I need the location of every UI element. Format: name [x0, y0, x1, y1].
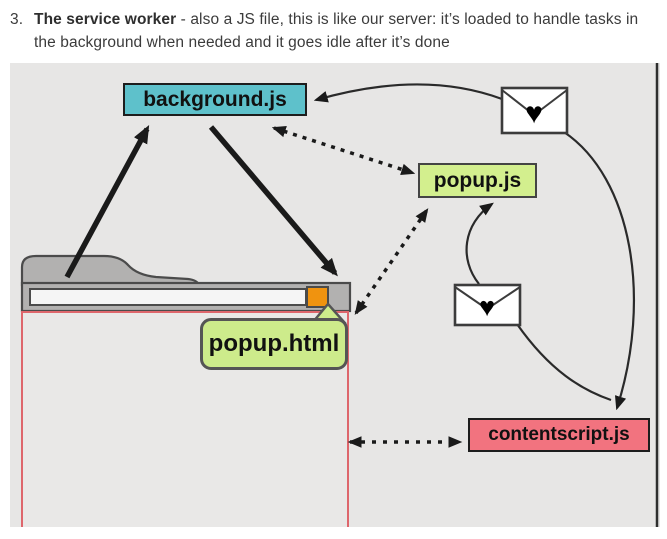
list-item-text: The service worker - also a JS file, thi… [34, 8, 662, 54]
list-item-bold-text: The service worker [34, 11, 177, 28]
message-envelope-icon-middle: ♥ [453, 283, 522, 327]
node-background-js: background.js [123, 83, 307, 116]
heart-icon: ♥ [479, 292, 495, 322]
arrow-backgroundjs-to-toolbar [208, 125, 338, 277]
list-number: 3. [10, 11, 24, 28]
arrow-popuphtml-popupjs-dashed [354, 208, 429, 315]
extension-architecture-diagram: ♥ ♥ background.js popup.js popup.html co… [10, 63, 660, 527]
node-popup-js: popup.js [418, 163, 537, 198]
heart-icon: ♥ [525, 97, 543, 130]
curve-message-to-contentscript [563, 131, 636, 411]
list-item-rest-text: - also a JS file, this is like our serve… [34, 11, 639, 51]
diagram-canvas: ♥ ♥ [20, 63, 659, 527]
list-item-3: 3. The service worker - also a JS file, … [10, 8, 662, 54]
browser-address-bar [29, 288, 307, 306]
node-contentscript-js: contentscript.js [468, 418, 650, 452]
curve-message-to-popupjs [465, 202, 494, 285]
arrow-page-to-backgroundjs [64, 125, 150, 279]
arrow-backgroundjs-popupjs-dashed [271, 126, 416, 175]
curve-message-to-backgroundjs [313, 83, 503, 103]
message-envelope-icon-top: ♥ [500, 86, 569, 135]
browser-tab-hump [20, 254, 201, 287]
curve-message2-to-contentscript [516, 323, 612, 402]
browser-window-illustration [20, 254, 352, 527]
node-popup-html: popup.html [200, 318, 348, 370]
extension-action-button [306, 286, 329, 308]
